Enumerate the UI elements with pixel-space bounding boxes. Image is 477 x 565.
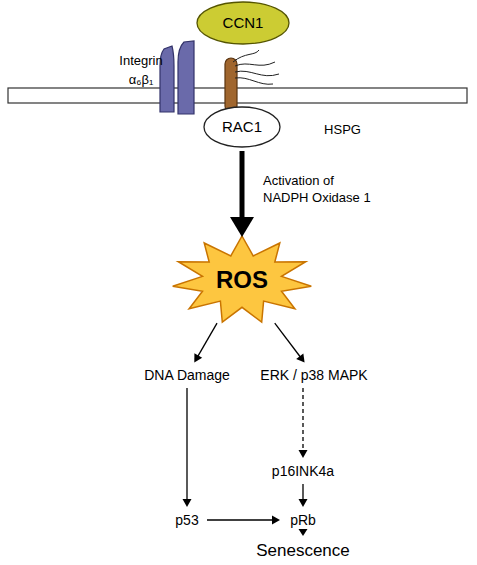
gtpase-ellipse: RAC1	[203, 106, 281, 148]
glycan-chain	[235, 78, 273, 85]
protein-text: pRb	[283, 510, 323, 530]
node-ellipse	[197, 2, 289, 44]
arrow-head	[183, 499, 192, 507]
arrow-shaft	[275, 323, 301, 357]
integrin-subunit	[178, 41, 194, 114]
ligand-ellipse: CCN1	[196, 1, 290, 45]
glycan-chain	[233, 50, 259, 62]
signal-arrow	[299, 388, 308, 458]
arrow-shaft	[207, 519, 274, 520]
arrow-head	[296, 354, 304, 363]
arrow-shaft	[302, 388, 303, 452]
ros-node: ROS	[172, 236, 312, 324]
signal-arrow	[299, 529, 308, 536]
process-text: DNA Damage	[137, 365, 237, 385]
outcome-text: Senescence	[248, 539, 358, 563]
arrow-head	[299, 499, 308, 507]
node-text: p16INK4a	[272, 463, 334, 480]
signal-arrow	[275, 323, 305, 362]
arrow-head	[194, 353, 202, 362]
signal-arrow	[299, 484, 308, 507]
node-text: RAC1	[222, 118, 262, 136]
signal-arrow	[183, 388, 192, 507]
receptor-label: Integrin α₆β₁	[118, 40, 203, 115]
glycan-chain	[235, 71, 279, 76]
node-text: p53	[175, 512, 198, 529]
node-text: DNA Damage	[144, 367, 230, 384]
edge-label: Activation of NADPH Oxidase 1	[263, 173, 375, 207]
arrow-head	[230, 217, 254, 237]
node-ellipse	[204, 107, 280, 147]
node-text: pRb	[290, 512, 316, 529]
arrow-head	[299, 450, 308, 458]
node-text: Integrin α₆β₁	[118, 52, 164, 90]
node-text: Senescence	[256, 541, 350, 561]
arrow-shaft	[186, 388, 187, 501]
node-text: ROS	[216, 266, 268, 295]
arrow-shaft	[302, 530, 303, 533]
node-text: HSPG	[320, 122, 365, 138]
arrow-shaft	[240, 151, 245, 221]
signal-arrow	[230, 151, 254, 237]
glycan-chain	[235, 62, 275, 66]
arrow-shaft	[197, 323, 217, 357]
signal-arrow	[207, 516, 280, 525]
arrow-head	[299, 529, 308, 536]
protein-text: p53	[170, 510, 204, 530]
process-text: ERK / p38 MAPK	[252, 365, 376, 385]
arrow-head	[272, 516, 280, 525]
arrow-shaft	[302, 484, 303, 501]
node-text: CCN1	[223, 14, 264, 32]
ros-starburst	[173, 236, 312, 322]
protein-text: p16INK4a	[266, 461, 340, 481]
signal-arrow	[194, 323, 217, 362]
node-text: ERK / p38 MAPK	[260, 367, 367, 384]
